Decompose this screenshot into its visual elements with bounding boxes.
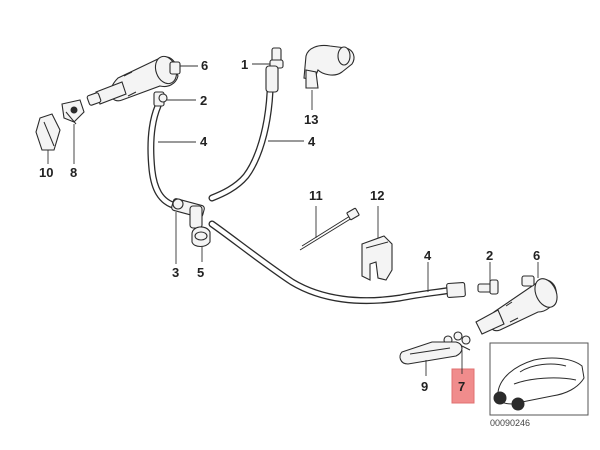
washer-nozzle-right [475,275,558,335]
highlight-box-part-7 [451,368,475,404]
bracket-part-12 [361,235,393,281]
label-9: 9 [421,379,428,394]
washer-nozzle-left [86,55,181,106]
label-13: 13 [304,112,318,127]
hose-left [147,102,180,210]
clip-part-8 [61,99,85,125]
label-11: 11 [309,188,323,203]
elbow-part-13 [303,44,355,89]
label-8: 8 [70,165,77,180]
inset-marker-right [511,397,525,411]
t-piece-part-3 [171,198,205,229]
cover-part-10 [35,113,61,151]
connector-part-2-left [153,91,168,107]
connector-part-2-right [477,279,499,295]
label-7: 7 [458,379,465,394]
label-6-right: 6 [533,248,540,263]
clip-part-5 [191,226,211,248]
cable-tie-part-11 [299,207,360,251]
label-4-right: 4 [424,248,432,263]
inset-marker-left [493,391,507,405]
label-12: 12 [370,188,384,203]
hose-long [208,220,466,305]
label-10: 10 [39,165,53,180]
label-5: 5 [197,265,204,280]
label-3: 3 [172,265,179,280]
callout-labels: 6 2 4 1 13 4 10 8 11 12 3 5 4 2 6 9 7 [39,57,540,394]
label-2-right: 2 [486,248,493,263]
hose-center [208,88,274,202]
label-2-top: 2 [200,93,207,108]
connector-part-1 [265,47,284,93]
label-4-left: 4 [200,134,208,149]
label-6-top: 6 [201,58,208,73]
diagram-code: 00090246 [490,418,530,428]
leader-lines [47,63,539,376]
label-4-center: 4 [308,134,316,149]
vehicle-location-inset [489,342,589,416]
label-1: 1 [241,57,248,72]
cover-part-9 [399,341,463,365]
